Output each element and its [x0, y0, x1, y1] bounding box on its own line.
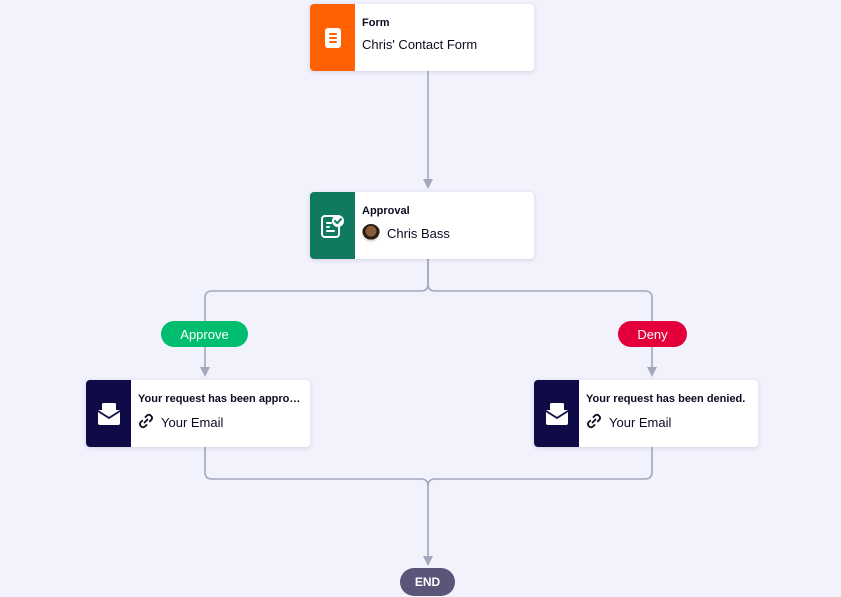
approve-branch-label[interactable]: Approve: [161, 321, 248, 347]
email-denied-title: Your request has been denied.: [586, 393, 746, 405]
form-node-type: Form: [362, 17, 390, 29]
connector-approved-end: [204, 447, 429, 559]
approval-assignee: Chris Bass: [387, 225, 450, 241]
email-approved-node[interactable]: Your request has been approv… Your Email: [86, 380, 310, 447]
arrowhead-denied-email: [647, 367, 657, 377]
link-icon: [586, 413, 602, 432]
link-icon: [138, 413, 154, 432]
email-icon: [534, 380, 579, 447]
approval-node-type: Approval: [362, 205, 410, 217]
connector-approval-deny: [427, 259, 653, 370]
email-icon: [86, 380, 131, 447]
assignee-avatar: [362, 224, 380, 242]
email-approved-title: Your request has been approv…: [138, 393, 307, 405]
end-node: END: [400, 568, 455, 596]
arrowhead-approval: [423, 179, 433, 189]
form-node[interactable]: Form Chris' Contact Form: [310, 4, 534, 71]
connector-denied-end: [427, 447, 653, 487]
approval-icon: [310, 192, 355, 259]
arrowhead-approved-email: [200, 367, 210, 377]
form-node-name: Chris' Contact Form: [362, 37, 478, 52]
connector-approval-approve: [204, 259, 429, 370]
form-icon: [310, 4, 355, 71]
approval-node[interactable]: Approval Chris Bass: [310, 192, 534, 259]
email-denied-recipient: Your Email: [609, 415, 672, 430]
email-approved-recipient: Your Email: [161, 415, 224, 430]
deny-branch-label[interactable]: Deny: [618, 321, 687, 347]
arrowhead-end: [423, 556, 433, 566]
email-denied-node[interactable]: Your request has been denied. Your Email: [534, 380, 758, 447]
